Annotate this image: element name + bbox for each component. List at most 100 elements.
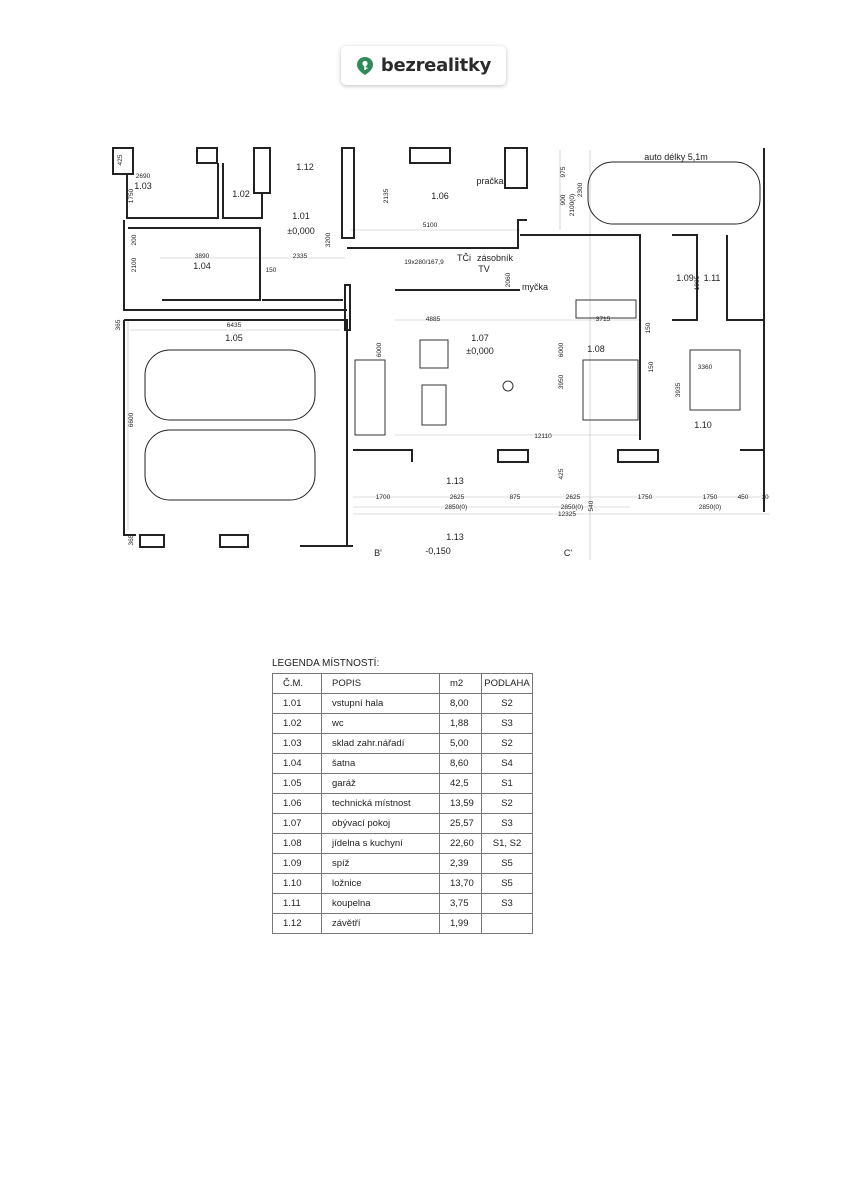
dimension-label: 2100 bbox=[131, 257, 138, 272]
dimension-label: 2060 bbox=[505, 272, 512, 287]
level-mark: ±0,000 bbox=[466, 346, 493, 356]
dimension-label: 150 bbox=[266, 267, 277, 274]
plan-label: zásobník bbox=[477, 253, 514, 263]
room-label: 1.08 bbox=[587, 344, 605, 354]
cell-area: 8,60 bbox=[439, 753, 482, 774]
plan-label: TČi bbox=[457, 253, 471, 263]
dimension-label: 2850(0) bbox=[561, 504, 583, 511]
dimension-label: 2850(0) bbox=[699, 504, 721, 511]
dimension-label: 4885 bbox=[426, 316, 441, 323]
dimension-label: 6600 bbox=[128, 412, 135, 427]
cell-floor: S2 bbox=[481, 793, 533, 814]
dimension-label: 2335 bbox=[293, 253, 308, 260]
dimension-label: 3890 bbox=[195, 253, 210, 260]
cell-number: 1.01 bbox=[272, 693, 322, 714]
cell-number: 1.03 bbox=[272, 733, 322, 754]
plan-label: pračka bbox=[476, 176, 503, 186]
cell-area: 1,88 bbox=[439, 713, 482, 734]
room-label: 1.03 bbox=[134, 181, 152, 191]
cell-description: obývací pokoj bbox=[321, 813, 440, 834]
cell-floor: S5 bbox=[481, 853, 533, 874]
cell-description: sklad zahr.nářadí bbox=[321, 733, 440, 754]
cell-area: 25,57 bbox=[439, 813, 482, 834]
cell-description: koupelna bbox=[321, 893, 440, 914]
car-icon bbox=[144, 429, 316, 501]
room-label: 1.09 bbox=[676, 273, 694, 283]
room-label: 1.06 bbox=[431, 191, 449, 201]
cell-area: 42,5 bbox=[439, 773, 482, 794]
cell-number: 1.04 bbox=[272, 753, 322, 774]
dimension-label: 3360 bbox=[698, 364, 713, 371]
cell-floor: S2 bbox=[481, 693, 533, 714]
dimension-label: 1700 bbox=[376, 494, 391, 501]
plan-label: C' bbox=[564, 548, 572, 558]
cell-number: 1.05 bbox=[272, 773, 322, 794]
dimension-label: 1750 bbox=[703, 494, 718, 501]
dimension-label: 3715 bbox=[596, 316, 611, 323]
header-area: m2 bbox=[439, 673, 482, 694]
plan-label: myčka bbox=[522, 282, 548, 292]
dimension-label: 425 bbox=[117, 154, 124, 165]
dimension-label: 425 bbox=[558, 468, 565, 479]
dimension-label: 2625 bbox=[450, 494, 465, 501]
cell-floor: S4 bbox=[481, 753, 533, 774]
dimension-label: 2625 bbox=[566, 494, 581, 501]
legend-title: LEGENDA MÍSTNOSTÍ: bbox=[272, 658, 380, 669]
level-mark: -0,150 bbox=[425, 546, 451, 556]
room-label: 1.02 bbox=[232, 189, 250, 199]
room-label: 1.12 bbox=[296, 162, 314, 172]
dimension-label: 1750 bbox=[128, 188, 135, 203]
cell-description: jídelna s kuchyní bbox=[321, 833, 440, 854]
dimension-label: 875 bbox=[510, 494, 521, 501]
cell-area: 13,59 bbox=[439, 793, 482, 814]
dimension-label: 365 bbox=[128, 534, 135, 545]
cell-floor: S1 bbox=[481, 773, 533, 794]
cell-description: šatna bbox=[321, 753, 440, 774]
cell-number: 1.02 bbox=[272, 713, 322, 734]
dimension-label: 2100(0) bbox=[569, 194, 576, 216]
plan-label: B' bbox=[374, 548, 382, 558]
dimension-label: 2300 bbox=[577, 182, 584, 197]
dimension-label: 2690 bbox=[136, 173, 151, 180]
room-label: 1.13 bbox=[446, 476, 464, 486]
bezrealitky-logo[interactable]: bezrealitky bbox=[341, 46, 506, 85]
room-label: 1.01 bbox=[292, 211, 310, 221]
cell-area: 5,00 bbox=[439, 733, 482, 754]
cell-number: 1.12 bbox=[272, 913, 322, 934]
dimension-label: 975 bbox=[560, 166, 567, 177]
cell-area: 8,00 bbox=[439, 693, 482, 714]
dimension-lines bbox=[127, 150, 770, 560]
cell-area: 2,39 bbox=[439, 853, 482, 874]
room-label: 1.04 bbox=[193, 261, 211, 271]
dimension-label: 12325 bbox=[558, 511, 576, 518]
dimension-label: 200 bbox=[131, 234, 138, 245]
plan-label: 19x280/167,9 bbox=[404, 259, 444, 266]
dimension-label: 900 bbox=[560, 194, 567, 205]
dimension-label: 450 bbox=[738, 494, 749, 501]
room-label: 1.11 bbox=[704, 273, 721, 283]
dimension-label: 5100 bbox=[423, 222, 438, 229]
cell-description: vstupní hala bbox=[321, 693, 440, 714]
cell-number: 1.09 bbox=[272, 853, 322, 874]
dimension-label: 365 bbox=[115, 319, 122, 330]
header-floor: PODLAHA bbox=[481, 673, 533, 694]
dimension-label: 3200 bbox=[325, 232, 332, 247]
plan-label: auto délky 5,1m bbox=[644, 152, 708, 162]
cell-floor: S5 bbox=[481, 873, 533, 894]
dimension-label: 2850(0) bbox=[445, 504, 467, 511]
cell-floor bbox=[481, 913, 533, 934]
cell-area: 13,70 bbox=[439, 873, 482, 894]
cell-description: závětří bbox=[321, 913, 440, 934]
cell-floor: S3 bbox=[481, 813, 533, 834]
dimension-label: 2135 bbox=[383, 188, 390, 203]
